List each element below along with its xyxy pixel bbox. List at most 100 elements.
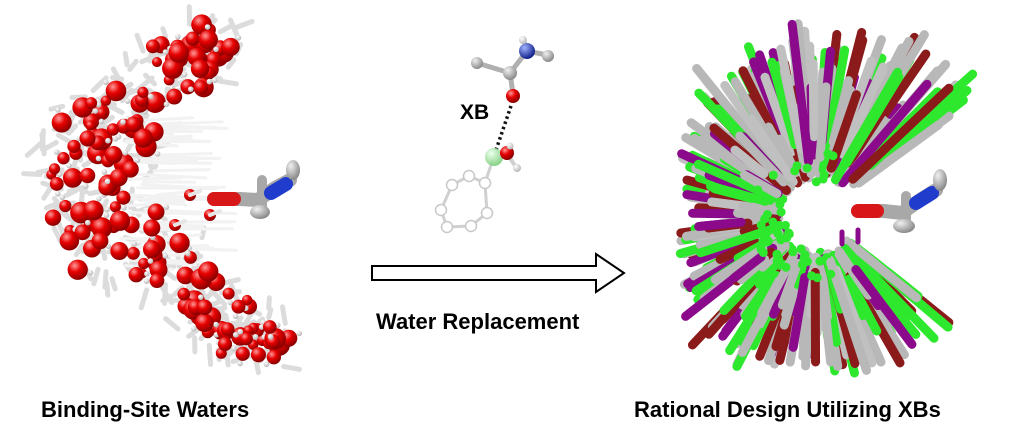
oxygen-sphere: [109, 210, 131, 231]
hydrogen-sphere: [96, 195, 102, 202]
hydrogen-stick: [39, 128, 46, 152]
hydrogen-stick: [160, 26, 169, 40]
hydrogen-stick: [118, 176, 184, 181]
design-stick: [777, 258, 802, 310]
oxygen-sphere: [220, 322, 235, 336]
halogen-sphere: [762, 210, 772, 220]
oxygen-sphere: [79, 167, 96, 184]
hydrogen-stick: [127, 58, 139, 72]
design-stick: [838, 79, 932, 188]
hydrogen-sphere: [55, 107, 61, 113]
right-ligand-fragment: [851, 169, 947, 233]
oxygen-sphere: [67, 259, 88, 280]
halogen-sphere: [780, 220, 790, 230]
hydrogen-sphere: [134, 157, 141, 164]
hydrogen-sphere: [211, 77, 218, 84]
hydrogen-sphere: [143, 278, 150, 285]
hydrogen-sphere: [162, 253, 169, 259]
hydrogen-sphere: [181, 71, 188, 78]
oxygen-sphere: [193, 80, 209, 95]
oxygen-sphere: [196, 299, 213, 316]
hydrogen-sphere: [84, 219, 91, 226]
hydrogen-stick: [228, 17, 240, 39]
halogen-sphere: [784, 228, 794, 238]
design-stick: [760, 72, 797, 157]
hydrogen-stick: [209, 298, 222, 309]
hydrogen-stick: [122, 50, 130, 68]
hydrogen-stick: [55, 132, 72, 144]
halogen-sphere: [773, 229, 783, 239]
hydrogen-stick: [69, 94, 88, 100]
halogen-sphere: [753, 185, 763, 195]
design-stick: [845, 239, 921, 303]
hydrogen-stick: [41, 139, 59, 152]
oxygen-atom: [506, 89, 520, 103]
hydrogen-sphere: [184, 250, 191, 257]
hydrogen-sphere: [187, 86, 194, 92]
oxygen-sphere: [239, 332, 253, 346]
halogen-sphere: [761, 229, 771, 239]
oxygen-sphere: [217, 336, 233, 352]
halogen-sphere: [788, 247, 798, 257]
hydrogen-sphere: [101, 169, 108, 175]
hydrogen-sphere: [204, 24, 211, 30]
oxygen-sphere: [190, 59, 210, 78]
oxygen-sphere: [222, 287, 235, 300]
hydrogen-sphere: [296, 330, 303, 337]
hydrogen-stick: [154, 123, 229, 130]
hydrogen-sphere: [237, 328, 244, 335]
halogen-sphere: [826, 269, 836, 279]
hydrogen-sphere: [124, 98, 131, 104]
hydrogen-sphere: [232, 313, 239, 320]
hydrogen-sphere: [263, 361, 270, 368]
design-stick: [848, 83, 954, 184]
hydrogen-stick: [188, 189, 202, 197]
design-stick: [729, 252, 766, 283]
design-stick: [767, 57, 800, 150]
halogen-sphere: [811, 177, 821, 187]
left-ligand-fragment: [207, 160, 300, 219]
water-hydrogen-atom: [513, 164, 521, 172]
design-stick: [738, 201, 783, 215]
binding-site-waters-cloud: [21, 4, 303, 376]
hydrogen-sphere: [98, 118, 105, 125]
hydrogen-sphere: [147, 258, 154, 264]
hydrogen-stick: [138, 160, 213, 165]
hydrogen-stick: [173, 219, 187, 227]
oxygen-sphere: [133, 128, 153, 148]
hydrogen-sphere: [92, 108, 99, 114]
oxygen-sphere: [250, 347, 266, 363]
hydrogen-sphere: [197, 294, 204, 300]
hydrogen-stick: [209, 288, 228, 307]
nitrogen-atom: [519, 43, 535, 59]
design-stick: [788, 272, 810, 352]
hydrogen-stick: [138, 287, 150, 311]
design-stick: [725, 271, 782, 356]
hydrogen-stick: [136, 172, 208, 180]
oxygen-sphere: [85, 120, 96, 131]
oxygen-sphere: [195, 313, 214, 333]
oxygen-sphere: [109, 201, 121, 213]
oxygen-sphere: [191, 14, 212, 35]
xb-molecule-illustration: [434, 36, 554, 234]
hydrogen-sphere: [103, 79, 109, 86]
hydrogen-sphere: [53, 149, 60, 155]
hydrogen-stick: [220, 277, 241, 286]
design-stick: [844, 274, 882, 336]
hydrogen-sphere: [267, 333, 274, 340]
design-stick: [816, 256, 833, 322]
oxygen-sphere: [241, 294, 253, 306]
hydrogen-stick: [151, 155, 221, 160]
hydrogen-sphere: [237, 360, 243, 367]
hydrogen-sphere: [163, 101, 170, 108]
oxygen-sphere: [221, 37, 240, 57]
water-hydrogen-atom: [506, 142, 514, 150]
hydrogen-stick: [73, 242, 85, 258]
oxygen-sphere: [104, 146, 123, 164]
oxygen-sphere: [67, 139, 81, 153]
carbon-atom: [471, 57, 483, 69]
xb-label: XB: [460, 101, 490, 124]
hydrogen-sphere: [213, 321, 219, 328]
halogen-sphere: [772, 256, 782, 266]
hydrogen-sphere: [59, 194, 66, 201]
